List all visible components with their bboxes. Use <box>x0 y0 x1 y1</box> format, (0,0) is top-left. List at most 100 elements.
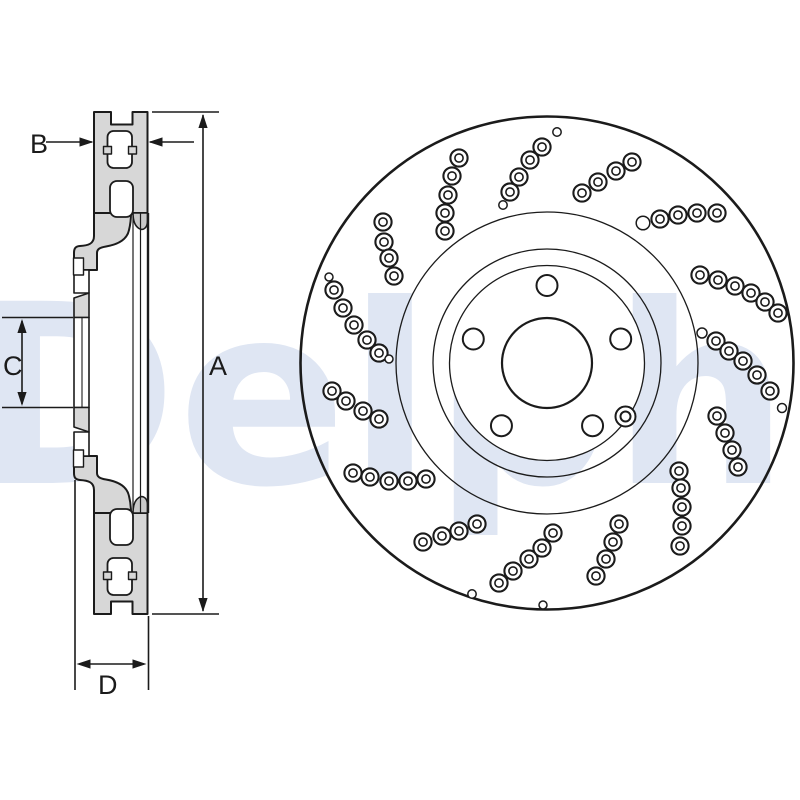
drilled-hole-inner <box>733 462 743 472</box>
drilled-hole-inner <box>421 474 431 484</box>
drilled-hole-inner <box>374 348 384 358</box>
drilled-hole-inner <box>440 208 450 218</box>
drilled-hole-inner <box>712 208 722 218</box>
drilled-hole-inner <box>537 543 547 553</box>
drilled-hole-inner <box>627 157 637 167</box>
drilled-hole-inner <box>327 386 337 396</box>
drilled-hole-inner <box>548 528 558 538</box>
flange-step-bottom <box>72 449 85 468</box>
drilled-hole-inner <box>525 155 535 165</box>
drilled-hole-inner <box>773 308 783 318</box>
locating-pin-hole-inner <box>619 410 632 423</box>
drilled-hole-inner <box>505 187 515 197</box>
center-bore <box>500 316 594 410</box>
dimension-arrowhead <box>76 659 91 669</box>
drilled-hole-inner <box>403 476 413 486</box>
drilled-hole-inner <box>724 346 734 356</box>
cross-section-view <box>72 111 150 615</box>
lug-hole <box>581 414 605 438</box>
drilled-hole-inner <box>614 519 624 529</box>
disc-outer-edge <box>299 115 795 611</box>
drilled-hole-inner <box>713 275 723 285</box>
drilled-hole-inner <box>577 188 587 198</box>
drilled-hole-inner <box>752 370 762 380</box>
drilled-hole-inner <box>329 285 339 295</box>
drilled-hole-inner <box>591 571 601 581</box>
drilled-hole-inner <box>418 537 428 547</box>
friction-surface-inner-edge <box>395 211 699 515</box>
drilled-hole-inner <box>746 288 756 298</box>
drilled-hole-inner <box>472 519 482 529</box>
drilled-hole-inner <box>349 320 359 330</box>
drilled-hole-inner <box>537 142 547 152</box>
drilled-hole-inner <box>384 476 394 486</box>
dimension-arrowhead <box>198 114 208 128</box>
vane-tab <box>127 145 138 155</box>
drilled-hole-inner <box>760 297 770 307</box>
hat-flange-top-section <box>73 292 90 319</box>
hat-transition-bottom <box>73 455 132 514</box>
hub-outer-circle <box>432 248 662 478</box>
dimension-label-A: A <box>209 351 227 381</box>
drilled-hole-inner <box>711 336 721 346</box>
drilled-hole-inner <box>437 531 447 541</box>
drilled-hole-inner <box>514 172 524 182</box>
small-hole <box>467 589 477 599</box>
lug-hole <box>609 327 633 351</box>
hat-transition-top <box>73 212 132 271</box>
drilled-hole-inner <box>494 578 504 588</box>
drilled-hole-inner <box>738 356 748 366</box>
small-hole <box>696 327 708 339</box>
small-hole <box>498 200 508 210</box>
drilled-hole-inner <box>608 537 618 547</box>
drilled-hole-inner <box>692 208 702 218</box>
dimension-arrowhead <box>132 659 147 669</box>
small-hole <box>384 354 394 364</box>
drilled-hole-inner <box>695 270 705 280</box>
drilled-hole-inner <box>443 190 453 200</box>
vent-opening-top <box>109 180 134 218</box>
drilled-hole-inner <box>601 554 611 564</box>
drilled-hole-inner <box>374 414 384 424</box>
drilled-hole-inner <box>454 526 464 536</box>
dimension-label-B: B <box>30 129 48 159</box>
drilled-hole-inner <box>676 483 686 493</box>
drilled-hole-inner <box>712 411 722 421</box>
drilled-hole-inner <box>727 445 737 455</box>
vane-tab <box>102 571 113 581</box>
drilled-hole-inner <box>378 217 388 227</box>
drilled-hole-inner <box>358 406 368 416</box>
drilled-hole-inner <box>730 281 740 291</box>
hat-flange-bottom-section <box>73 406 90 433</box>
drilled-hole-inner <box>454 153 464 163</box>
drilled-hole-inner <box>765 386 775 396</box>
drilled-hole-inner <box>384 253 394 263</box>
flange-step-top <box>72 257 85 276</box>
drilled-hole-inner <box>677 521 687 531</box>
dimension-label-C: C <box>3 351 23 381</box>
vane-tab <box>102 145 113 155</box>
small-hole <box>324 272 334 282</box>
small-hole <box>776 402 788 414</box>
drilled-hole-inner <box>720 428 730 438</box>
dimension-arrowhead <box>148 137 163 147</box>
drilled-hole-inner <box>389 271 399 281</box>
dimension-arrowhead <box>17 392 27 406</box>
drilled-hole-inner <box>440 226 450 236</box>
drilled-hole-inner <box>338 303 348 313</box>
drilled-hole-inner <box>593 177 603 187</box>
drilled-hole-inner <box>362 335 372 345</box>
drilled-hole-inner <box>341 396 351 406</box>
drilled-hole-inner <box>655 214 665 224</box>
drilled-hole-inner <box>675 541 685 551</box>
drilled-hole-inner <box>447 171 457 181</box>
small-hole <box>635 215 651 231</box>
dimension-arrowhead <box>17 319 27 333</box>
lug-hole <box>535 274 559 297</box>
drilled-hole-inner <box>365 472 375 482</box>
drilled-hole-inner <box>508 566 518 576</box>
vent-opening-bottom <box>109 508 134 546</box>
small-hole <box>552 127 562 137</box>
